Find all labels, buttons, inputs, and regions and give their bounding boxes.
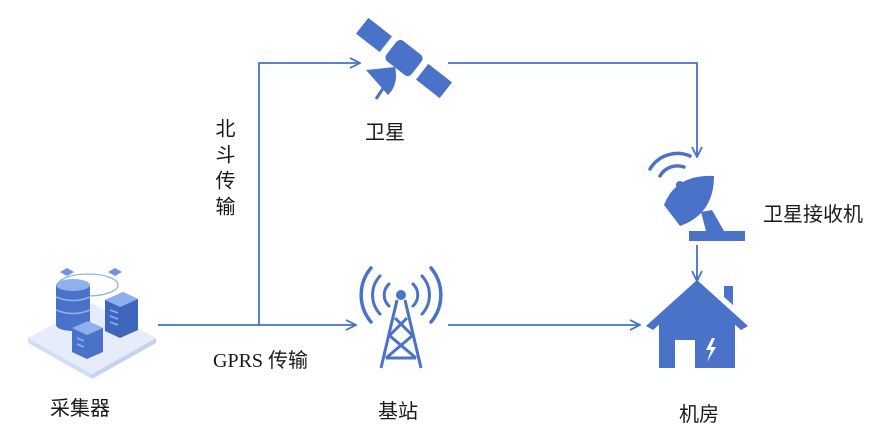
beidou-transmission-label: 北斗传输 [212, 118, 236, 222]
collector-label: 采集器 [50, 396, 110, 420]
gprs-transmission-label: GPRS 传输 [213, 350, 309, 372]
receiver-label: 卫星接收机 [763, 202, 863, 226]
satellite-dish-icon [648, 151, 745, 241]
connections [158, 63, 697, 325]
edge-satellite-to-receiver [448, 62, 697, 157]
server-cluster-icon [28, 268, 156, 379]
base-station-label: 基站 [378, 399, 418, 423]
machine-room-label: 机房 [679, 402, 719, 426]
satellite-icon [356, 17, 452, 100]
house-power-icon [646, 280, 748, 368]
satellite-label: 卫星 [365, 120, 405, 144]
edge-collector-to-satellite [158, 63, 360, 326]
cell-tower-icon [359, 266, 443, 369]
